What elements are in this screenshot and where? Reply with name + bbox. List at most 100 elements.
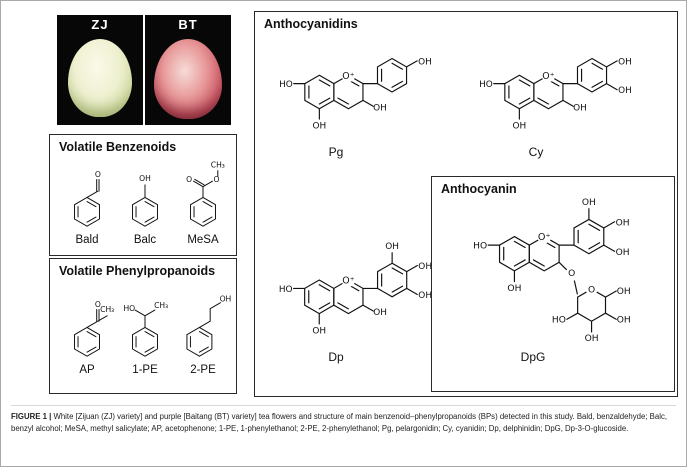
photo-label-zj: ZJ [91,17,109,32]
anthocyanidins-box: Anthocyanidins O⁺ HO OH OH OH Pg [254,11,678,397]
atom-label: HO [473,242,487,252]
bonds [292,252,418,325]
molecule-cy: O⁺ HO OH OH OH OH Cy [471,46,643,159]
atom-label: O [588,286,595,296]
oplus-backing [541,68,556,83]
dp-structure: O⁺ HO OH OH OH OH OH [279,242,432,337]
anthocyanin-box: Anthocyanin O⁺ HO OH OH [431,176,675,392]
benzenoids-title: Volatile Benzenoids [59,140,177,154]
atom-label: HO [279,285,293,295]
atom-label: OH [139,174,151,183]
atom-label: OH [582,198,596,208]
molecule-balc: OH Balc [116,158,174,246]
volatile-benzenoids-box: Volatile Benzenoids O Bald [49,134,237,256]
photo-bt: BT [145,15,231,125]
atom-label: CH₃ [211,160,225,169]
photo-zj: ZJ [57,15,143,125]
bt-flower-image [154,39,222,119]
atom-label: OH [418,291,432,301]
atom-label: OH [616,248,630,258]
atom-label: HO [279,80,293,90]
cy-structure: O⁺ HO OH OH OH OH [479,57,632,131]
figure-caption-label: FIGURE 1 | [11,412,52,421]
bonds [293,60,418,120]
pg-structure: O⁺ HO OH OH OH [279,57,432,132]
atom-label: O [568,269,575,279]
molecule-2pe: OH 2-PE [174,288,232,376]
atom-label: OH [573,103,587,113]
mesa-structure: O O CH₃ [186,160,225,227]
ap-structure: O CH₃ [74,300,114,357]
phenylpropanoids-title: Volatile Phenylpropanoids [59,264,216,278]
molecule-name-balc: Balc [133,234,157,246]
atom-label: OH [418,262,432,272]
figure-caption: FIGURE 1 | White [Zijuan (ZJ) variety] a… [11,405,676,434]
atom-label: OH [585,334,599,344]
molecule-name-cy: Cy [528,145,544,159]
atom-label: OH [385,242,399,252]
bonds [134,309,156,328]
molecule-pg: O⁺ HO OH OH OH Pg [271,46,443,159]
2pe-structure: OH [186,294,232,357]
1pe-structure: HO CH₃ [123,301,168,357]
bonds [487,208,617,333]
molecule-name-mesa: MeSA [187,234,219,246]
atom-label: OH [618,57,632,67]
atom-label: OH [618,86,632,96]
atom-label: OH [617,287,631,297]
atom-label: OH [373,308,387,318]
atom-label: OH [616,218,630,228]
atom-label: HO [123,304,135,313]
atom-label: HO [479,80,493,90]
phenylpropanoids-structures: O CH₃ AP HO CH₃ 1-PE [50,288,236,376]
atom-label: OH [418,57,432,67]
flower-photos: ZJ BT [57,15,231,125]
molecule-name-1pe: 1-PE [132,364,158,376]
bonds [198,302,221,328]
dpg-structure: O⁺ HO OH OH OH OH O O OH OH OH HO [473,198,631,344]
atom-label: O [213,175,219,184]
atom-label: O⁺ [542,71,554,82]
atom-label: OH [220,294,232,303]
atom-label: O⁺ [342,276,354,287]
atom-label: CH₃ [154,301,168,310]
zj-flower-image [68,39,132,117]
oplus-backing [341,68,356,83]
atom-label: OH [617,316,631,326]
bonds [493,60,618,120]
atom-label: CH₃ [100,305,114,314]
bald-structure: O [74,170,101,227]
atom-label: O⁺ [538,232,551,243]
molecule-name-ap: AP [79,364,95,376]
atom-label: OH [312,327,326,337]
molecule-bald: O Bald [58,158,116,246]
atom-label: O [95,170,101,179]
molecule-dp: O⁺ HO OH OH OH OH OH Dp [271,238,443,364]
atom-label: O [95,300,101,309]
bonds [86,179,100,198]
anthocyanidins-title: Anthocyanidins [264,17,358,31]
oplus-backing [341,273,356,287]
molecule-name-bald: Bald [75,234,99,246]
atom-label: HO [552,316,566,326]
atom-label: O⁺ [342,71,354,82]
atom-label: OH [507,284,521,294]
photo-label-bt: BT [178,17,198,32]
ring-o-backing [585,283,598,295]
bonds [193,170,219,198]
molecule-name-2pe: 2-PE [190,364,216,376]
atom-label: OH [373,103,387,113]
molecule-name-dpg: DpG [520,350,546,364]
bonds [86,309,108,328]
molecule-ap: O CH₃ AP [58,288,116,376]
anthocyanin-title: Anthocyanin [441,182,517,196]
atom-label: OH [313,122,327,132]
oplus-backing [537,229,552,244]
atom-label: O [186,175,192,184]
molecule-1pe: HO CH₃ 1-PE [116,288,174,376]
benzenoids-structures: O Bald OH Balc [50,158,236,246]
figure-caption-text: White [Zijuan (ZJ) variety] and purple [… [11,412,668,433]
balc-structure: OH [132,174,158,227]
molecule-name-pg: Pg [328,145,344,159]
